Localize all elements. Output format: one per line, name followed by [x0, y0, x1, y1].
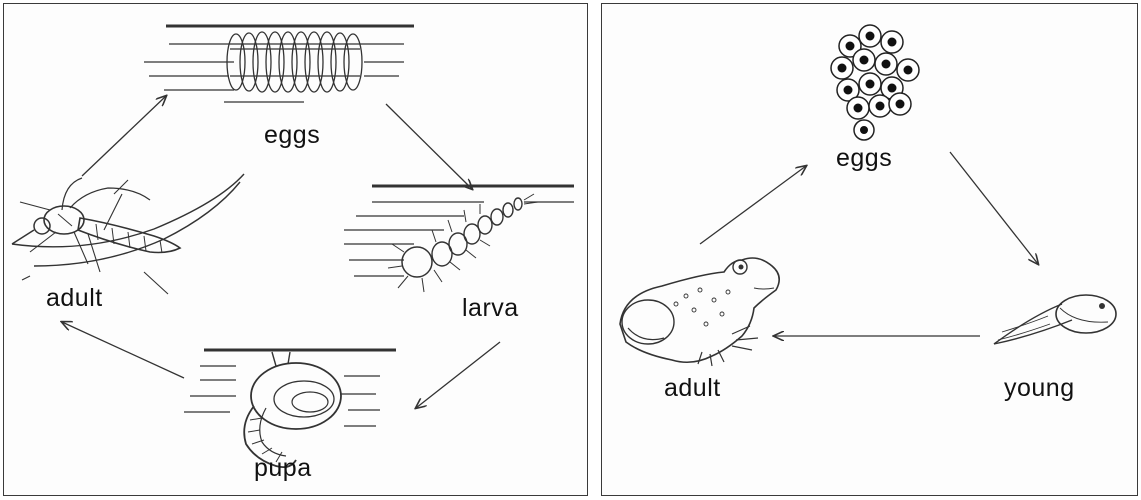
arrow-eggs-to-larva — [386, 104, 472, 189]
tadpole-illustration — [994, 295, 1116, 344]
mosquito-life-cycle-panel: eggs larva pupa adult — [3, 3, 588, 496]
label-frog-adult: adult — [664, 374, 721, 403]
arrow-adult-to-eggs — [82, 96, 166, 176]
label-frog-eggs: eggs — [836, 144, 892, 173]
arrow-pupa-to-adult — [62, 322, 184, 378]
label-mosquito-pupa: pupa — [254, 454, 312, 483]
mosquito-adult-illustration — [12, 174, 244, 294]
label-frog-young: young — [1004, 374, 1075, 403]
arrow-eggs-to-young — [950, 152, 1038, 264]
label-mosquito-eggs: eggs — [264, 121, 320, 150]
label-mosquito-adult: adult — [46, 284, 103, 313]
arrow-larva-to-pupa — [416, 342, 500, 408]
label-mosquito-larva: larva — [462, 294, 519, 323]
frog-cycle-arrows — [700, 152, 1038, 336]
arrow-adult-to-eggs — [700, 166, 806, 244]
mosquito-pupa-illustration — [184, 350, 396, 467]
frog-life-cycle-panel: eggs young adult — [601, 3, 1138, 496]
mosquito-larva-illustration — [344, 186, 574, 292]
mosquito-cycle-drawing — [4, 4, 589, 497]
frog-eggs-illustration — [831, 25, 919, 140]
mosquito-eggs-illustration — [144, 26, 414, 102]
frog-cycle-drawing — [602, 4, 1139, 497]
frog-adult-illustration — [620, 258, 779, 366]
